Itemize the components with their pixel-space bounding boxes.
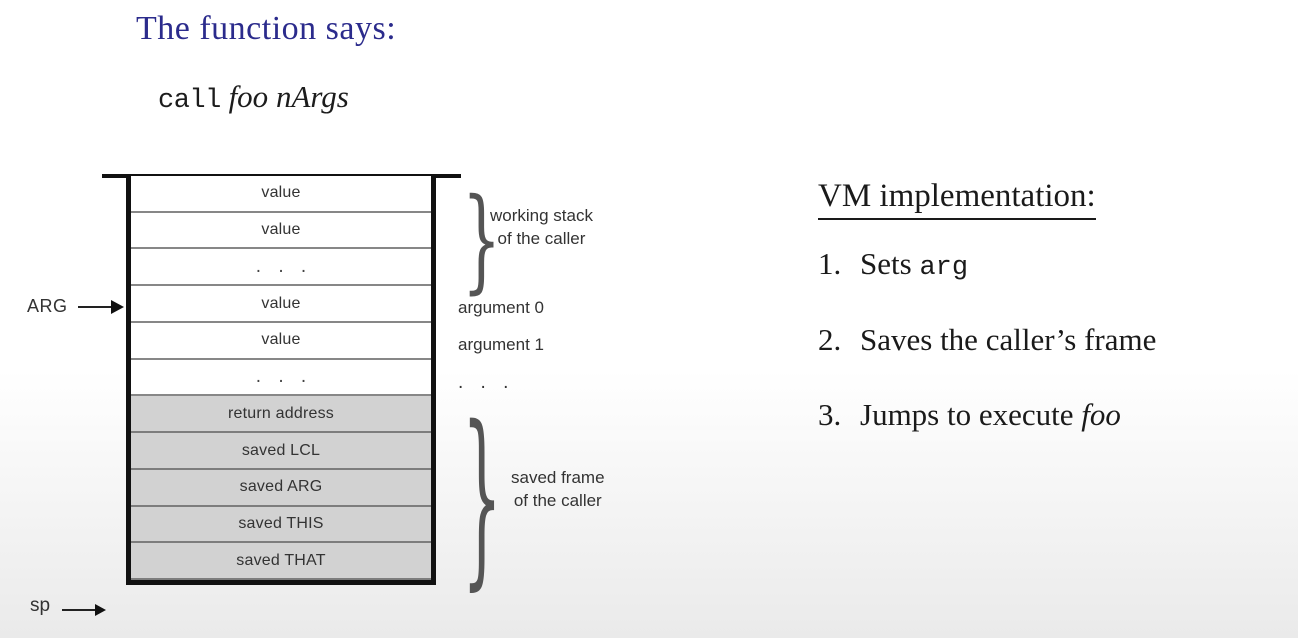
vm-step-2: 2. Saves the caller’s frame <box>818 322 1156 358</box>
stack-cell: value <box>131 286 431 323</box>
annotation-argument-more: . . . <box>458 372 515 393</box>
stack-cell: saved ARG <box>131 469 431 507</box>
stack-cell: saved LCL <box>131 433 431 470</box>
vm-step-number: 1. <box>818 246 842 281</box>
call-command-line: call foo nArgs <box>158 79 349 116</box>
vm-step-number: 3. <box>818 397 842 432</box>
vm-step-mono: arg <box>919 253 969 283</box>
vm-step-italic: foo <box>1081 397 1121 432</box>
vm-step-number: 2. <box>818 322 842 357</box>
vm-step-text: Sets <box>860 246 920 281</box>
stack-cell: value <box>131 212 431 250</box>
annotation-argument-1: argument 1 <box>458 335 544 354</box>
annotation-argument-0: argument 0 <box>458 298 544 317</box>
stack-cell: value <box>131 176 431 213</box>
call-mnemonic: call <box>158 86 221 116</box>
stack-cell: . . . <box>131 249 431 287</box>
vm-implementation-heading: VM implementation: <box>818 178 1096 220</box>
stack-cell: . . . <box>131 359 431 397</box>
call-nargs-label: nArgs <box>275 79 349 114</box>
arg-pointer-label: ARG <box>27 296 68 316</box>
stack-cell: saved THAT <box>131 543 431 581</box>
annotation-working-stack: working stack of the caller <box>490 206 593 248</box>
saved-frame-brace-icon: } <box>462 386 502 607</box>
sp-arrow-icon <box>62 604 106 616</box>
vm-step-text: Saves the caller’s frame <box>860 322 1157 357</box>
vm-step-1: 1. Sets arg <box>818 246 968 283</box>
vm-step-3: 3. Jumps to execute foo <box>818 397 1121 433</box>
sp-pointer-label: sp <box>30 595 51 616</box>
slide-heading: The function says: <box>136 10 397 47</box>
stack-diagram: value value . . . value value . . . retu… <box>126 176 436 585</box>
call-function-name: foo <box>228 79 269 114</box>
arg-arrow-icon <box>78 300 124 314</box>
stack-cell: return address <box>131 396 431 434</box>
vm-step-text: Jumps to execute <box>860 397 1082 432</box>
stack-cell: value <box>131 322 431 360</box>
annotation-saved-frame: saved frame of the caller <box>511 468 605 510</box>
stack-cell: saved THIS <box>131 506 431 544</box>
working-stack-brace-icon: } <box>462 175 502 305</box>
